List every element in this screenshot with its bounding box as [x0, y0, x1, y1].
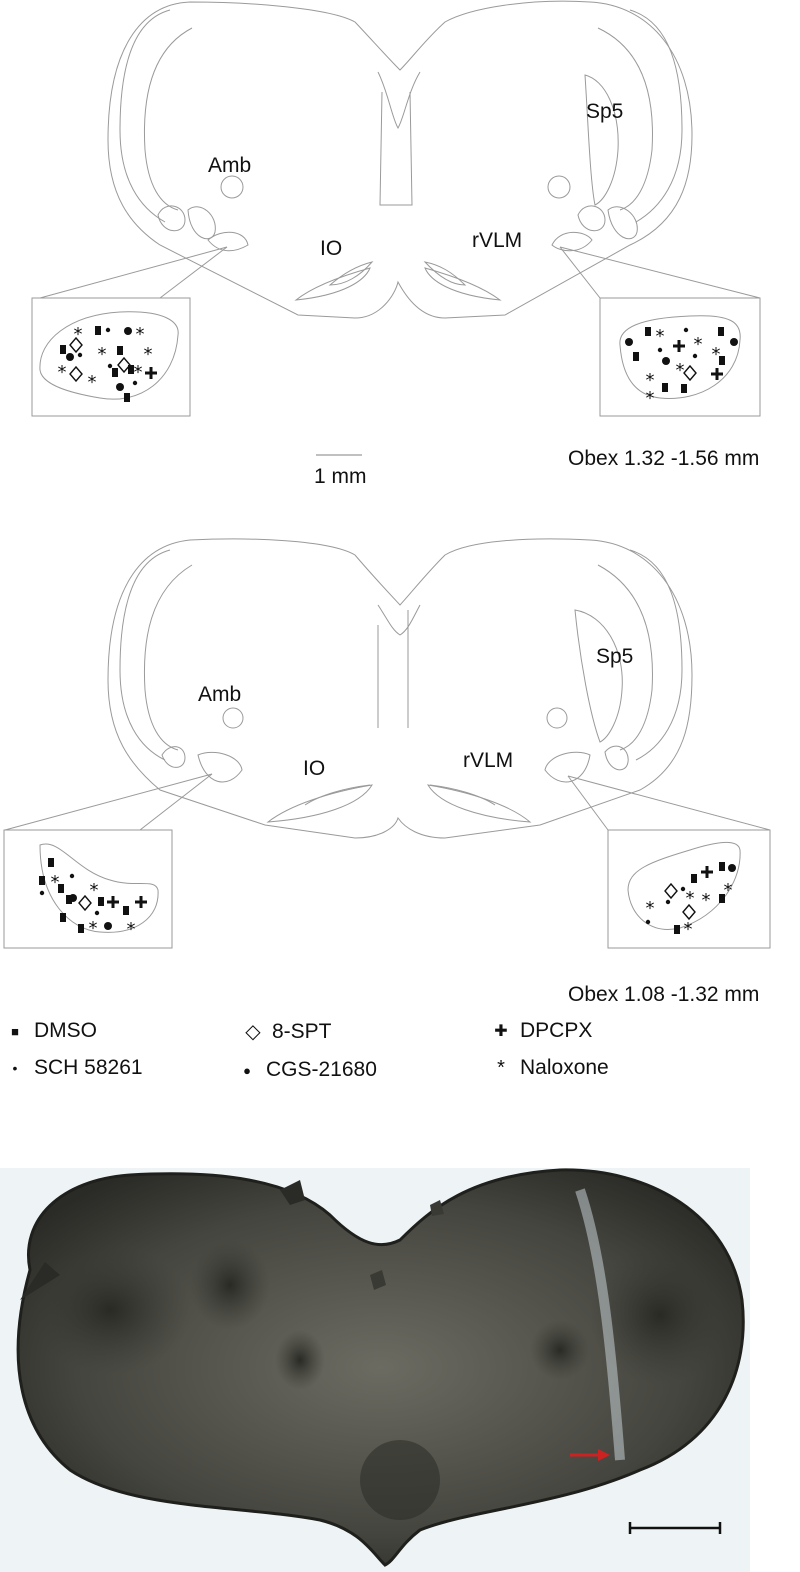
top-amb-label: Amb — [208, 154, 252, 177]
svg-text:*: * — [684, 919, 693, 940]
top-left-markers: * * * * * * * — [58, 324, 157, 402]
svg-text:*: * — [90, 880, 99, 901]
svg-text:*: * — [724, 880, 733, 901]
middle-io-label: IO — [303, 757, 326, 780]
svg-text:*: * — [646, 388, 655, 409]
legend-label: DMSO — [34, 1019, 97, 1042]
micrograph-panel — [0, 1168, 750, 1572]
svg-text:*: * — [712, 344, 721, 365]
top-obex-label: Obex 1.32 -1.56 mm — [568, 447, 760, 470]
svg-text:*: * — [134, 362, 143, 383]
svg-text:*: * — [74, 324, 83, 345]
svg-text:*: * — [686, 888, 695, 909]
middle-section-outline — [3, 538, 771, 949]
middle-right-markers: * * * * * — [646, 862, 736, 940]
middle-left-markers: * * * * — [39, 858, 147, 940]
middle-sp5-label: Sp5 — [596, 645, 634, 668]
legend-label: DPCPX — [520, 1019, 593, 1042]
legend-8spt: ◇ 8-SPT — [238, 1019, 332, 1044]
svg-text:*: * — [88, 372, 97, 393]
svg-text:*: * — [656, 326, 665, 347]
plus-marker-icon: ✚ — [494, 1023, 508, 1040]
svg-text:*: * — [144, 344, 153, 365]
large-dot-marker-icon: ● — [243, 1062, 251, 1078]
legend-label: CGS-21680 — [266, 1058, 377, 1081]
legend-sch58261: • SCH 58261 — [0, 1056, 143, 1080]
svg-text:*: * — [127, 919, 136, 940]
svg-text:*: * — [694, 334, 703, 355]
svg-text:*: * — [89, 918, 98, 939]
red-arrow — [570, 1449, 610, 1461]
legend-dmso: ■ DMSO — [0, 1019, 97, 1043]
legend-naloxone: * Naloxone — [486, 1056, 609, 1080]
top-scale-label: 1 mm — [314, 465, 367, 488]
top-right-markers: * * * * * * — [625, 326, 738, 409]
middle-obex-label: Obex 1.08 -1.32 mm — [568, 983, 760, 1006]
legend-cgs21680: ● CGS-21680 — [232, 1058, 377, 1082]
middle-amb-label: Amb — [198, 683, 242, 706]
micrograph-scale-bar — [628, 1522, 722, 1534]
asterisk-marker-icon: * — [497, 1056, 505, 1079]
legend-label: Naloxone — [520, 1056, 609, 1079]
svg-text:*: * — [51, 872, 60, 893]
diamond-marker-icon: ◇ — [245, 1021, 261, 1043]
top-section-outline — [31, 0, 761, 417]
square-marker-icon: ■ — [11, 1023, 19, 1039]
top-io-label: IO — [320, 237, 343, 260]
legend-label: 8-SPT — [272, 1019, 332, 1043]
svg-text:*: * — [98, 344, 107, 365]
legend-label: SCH 58261 — [34, 1056, 143, 1079]
svg-text:*: * — [646, 370, 655, 391]
svg-text:*: * — [646, 898, 655, 919]
legend-dpcpx: ✚ DPCPX — [486, 1019, 592, 1043]
top-rvlm-label: rVLM — [472, 229, 523, 252]
svg-text:*: * — [676, 360, 685, 381]
svg-text:*: * — [136, 324, 145, 345]
svg-text:*: * — [702, 890, 711, 911]
small-dot-marker-icon: • — [12, 1060, 18, 1076]
svg-text:*: * — [58, 362, 67, 383]
middle-rvlm-label: rVLM — [463, 749, 514, 772]
top-sp5-label: Sp5 — [586, 100, 624, 123]
